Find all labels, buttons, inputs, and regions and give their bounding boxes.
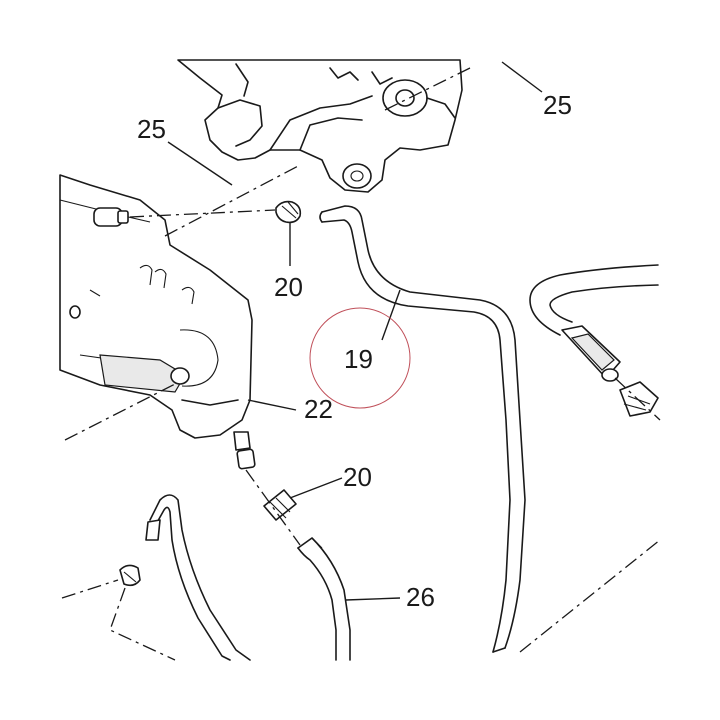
callout-20-middle: 20	[343, 462, 372, 492]
callout-25-left: 25	[137, 114, 166, 144]
right-pipe	[529, 264, 659, 417]
callout-22: 22	[304, 394, 333, 424]
centerlines	[61, 67, 661, 661]
top-bracket	[177, 59, 463, 193]
hose-26	[297, 537, 351, 661]
callout-19: 19	[344, 344, 373, 374]
lower-left-hose	[119, 494, 251, 661]
callout-26: 26	[406, 582, 435, 612]
leader-lines	[167, 61, 543, 601]
tank-nozzle	[93, 207, 129, 227]
hose-19	[319, 205, 526, 653]
tank-outlet	[233, 431, 256, 470]
reservoir-tank	[59, 174, 253, 439]
hose-clip-middle	[263, 489, 297, 521]
callout-19-highlight-circle	[309, 307, 411, 409]
hose-clip-top	[275, 200, 302, 224]
callout-20-top: 20	[274, 272, 303, 302]
callout-25-right: 25	[543, 90, 572, 120]
